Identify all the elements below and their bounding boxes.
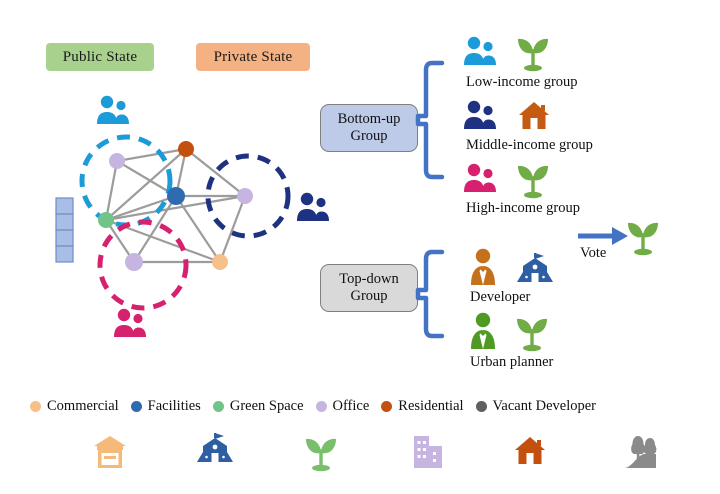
legend-item-label: Commercial <box>47 397 119 414</box>
land-use-icon-strip <box>30 420 690 484</box>
legend-swatch-icon <box>315 400 327 412</box>
legend-item-label: Facilities <box>147 397 201 414</box>
layers-icon <box>55 197 74 263</box>
legend-item-label: Green Space <box>229 397 304 414</box>
low-income-group-label: Low-income group <box>466 74 578 90</box>
sprout-icon-vote-result <box>628 222 658 256</box>
urban-network-diagram <box>79 134 291 311</box>
sprout-icon-low-income <box>518 38 548 72</box>
network-nodes <box>98 141 253 271</box>
people-icon-high-income-cluster <box>114 308 146 337</box>
house-icon-middle-income <box>519 102 549 129</box>
public-state-chip: Public State <box>46 43 154 71</box>
strip-park-icon <box>610 420 670 484</box>
land-use-legend: Commercial Facilities Green Space Office Res… <box>30 396 690 416</box>
developer-label: Developer <box>470 289 531 305</box>
top-down-bracket <box>415 249 445 339</box>
legend-swatch-icon <box>475 400 487 412</box>
legend-item-office: Office <box>315 397 370 415</box>
strip-school-icon <box>185 420 245 484</box>
legend-item-vacant-developer: Vacant Developer <box>475 397 597 415</box>
network-cluster-circles <box>79 134 291 311</box>
middle-income-group-label: Middle-income group <box>466 137 593 153</box>
strip-shop-icon <box>80 420 140 484</box>
bottom-up-group-label-line1: Bottom-up <box>337 110 401 127</box>
public-state-label: Public State <box>62 48 138 65</box>
sprout-icon-urban-planner <box>517 318 547 352</box>
people-icon-high-income <box>464 163 496 192</box>
strip-house-icon <box>502 420 562 484</box>
strip-sprout-icon <box>292 420 352 484</box>
legend-swatch-icon <box>381 400 393 412</box>
vote-label: Vote <box>580 245 607 261</box>
legend-swatch-icon <box>212 400 224 412</box>
people-icon-middle-income <box>464 100 496 129</box>
legend-item-commercial: Commercial <box>30 398 119 415</box>
legend-item-green-space: Green Space <box>212 397 304 415</box>
top-down-group-label-line1: Top-down <box>339 270 399 287</box>
person-icon-developer <box>471 248 495 285</box>
private-state-label: Private State <box>213 48 293 65</box>
top-down-group-box[interactable]: Top-down Group <box>320 264 418 312</box>
urban-planner-label: Urban planner <box>470 354 554 370</box>
legend-item-facilities: Facilities <box>130 397 201 415</box>
legend-item-label: Vacant Developer <box>492 397 597 414</box>
legend-item-residential: Residential <box>381 397 464 415</box>
legend-swatch-icon <box>30 400 41 412</box>
vote-arrow-icon <box>578 227 628 245</box>
strip-office-icon <box>398 420 458 484</box>
top-down-group-label-line2: Group <box>350 288 388 304</box>
bottom-up-group-box[interactable]: Bottom-up Group <box>320 104 418 152</box>
legend-item-label: Residential <box>398 397 464 414</box>
bottom-up-bracket <box>415 60 445 180</box>
high-income-group-label: High-income group <box>466 200 580 216</box>
people-icon-middle-income-cluster <box>297 192 329 221</box>
person-icon-urban-planner <box>471 312 495 349</box>
sprout-icon-high-income <box>518 165 548 199</box>
legend-swatch-icon <box>130 400 142 412</box>
people-icon-low-income <box>464 36 496 65</box>
school-icon-developer <box>517 253 553 282</box>
legend-item-label: Office <box>332 397 370 414</box>
private-state-chip: Private State <box>196 43 310 71</box>
bottom-up-group-label-line2: Group <box>350 128 388 144</box>
people-icon-low-income-cluster <box>97 95 129 124</box>
